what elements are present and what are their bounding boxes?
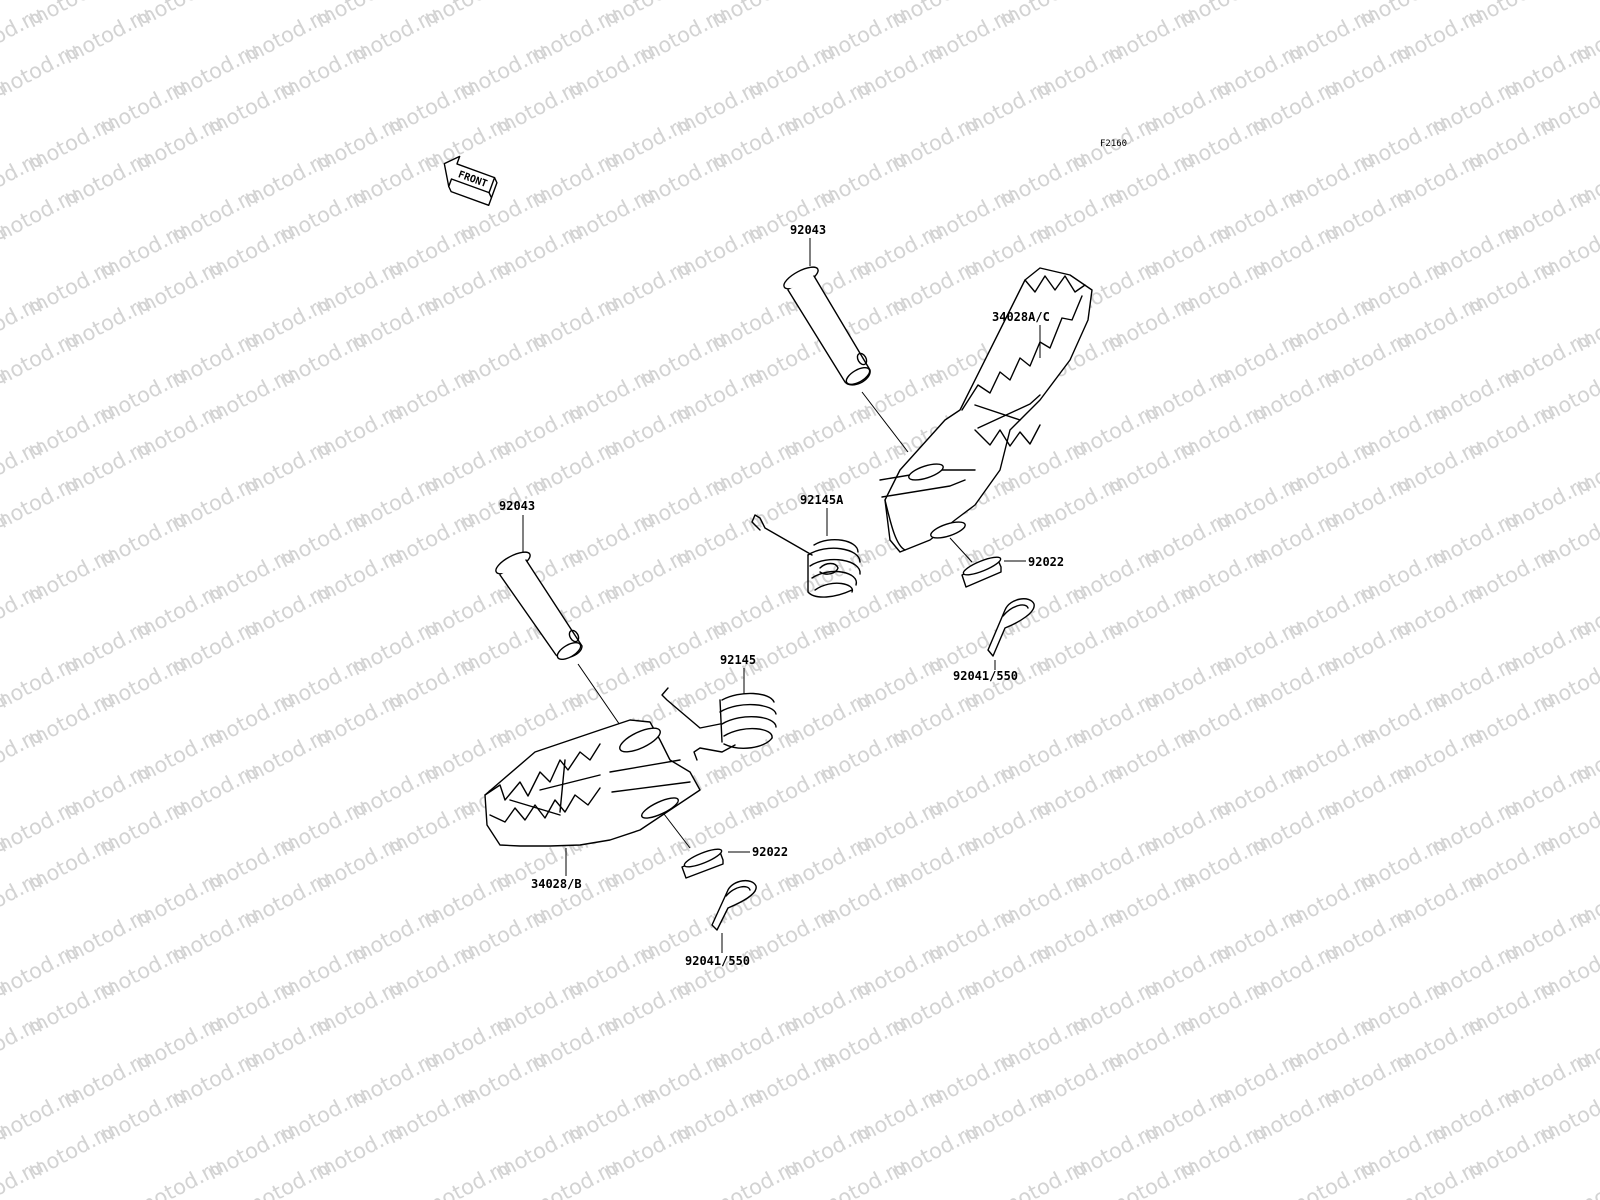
label-spring-left: 92145: [720, 653, 756, 667]
front-direction-arrow-icon: FRONT: [443, 155, 498, 206]
watermark-text: motod.ru: [707, 0, 803, 32]
watermark-text: motod.ru: [1463, 0, 1559, 32]
figure-code: F2160: [1100, 139, 1127, 149]
washer-left: [681, 848, 724, 879]
label-footpeg-left: 34028/B: [531, 877, 582, 891]
torsion-spring-left: [661, 687, 777, 761]
label-pin-right: 92043: [790, 223, 826, 237]
watermark-text: motod.ru: [419, 0, 515, 32]
cotter-pin-right: [987, 598, 1035, 657]
watermark-text: motod.ru: [131, 0, 227, 32]
washer-right: [961, 556, 1002, 588]
clevis-pin-right: [783, 266, 909, 453]
label-washer-right: 92022: [1028, 555, 1064, 569]
label-spring-right: 92145A: [800, 493, 844, 507]
label-footpeg-right: 34028A/C: [992, 310, 1050, 324]
watermark-text: motod.ru: [1175, 0, 1271, 32]
label-washer-left: 92022: [752, 845, 788, 859]
label-cotter-left: 92041/550: [685, 954, 750, 968]
cotter-pin-left: [711, 879, 757, 931]
watermark-text: motod.ru: [995, 0, 1091, 32]
torsion-spring-right: [751, 514, 861, 598]
label-pin-left: 92043: [499, 499, 535, 513]
clevis-pin-left: [495, 551, 623, 729]
label-cotter-right: 92041/550: [953, 669, 1018, 683]
footpeg-left: [484, 719, 701, 849]
watermark-text: motod.ru: [1571, 1154, 1600, 1200]
